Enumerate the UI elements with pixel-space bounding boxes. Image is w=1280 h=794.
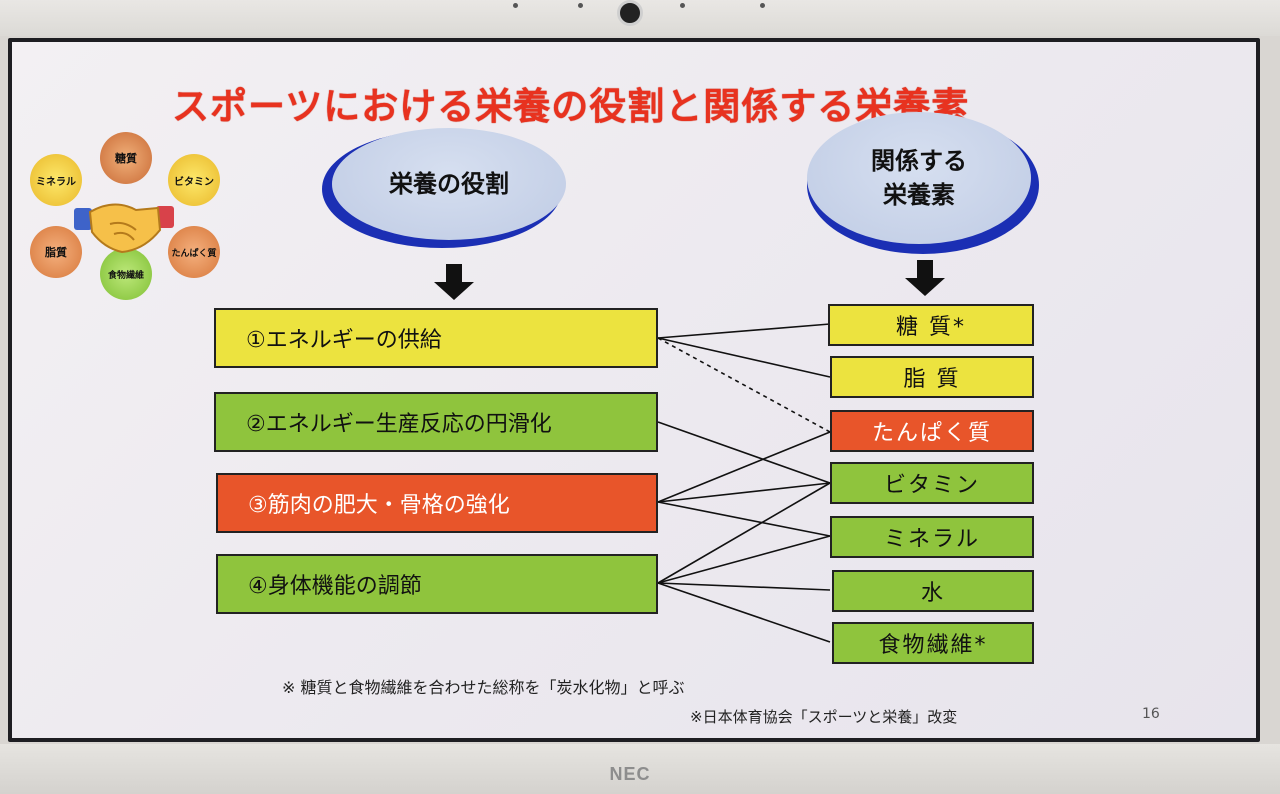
down-arrow-icon — [434, 264, 474, 300]
connector-line — [657, 337, 831, 378]
role-label: ①エネルギーの供給 — [246, 328, 442, 353]
role-box-regulation: ④身体機能の調節 — [216, 554, 658, 614]
nutrient-box-fiber: 食物繊維* — [832, 622, 1034, 664]
nutrient-header-line1: 関係する — [871, 147, 967, 175]
connector-line — [657, 501, 831, 537]
presentation-slide: スポーツにおける栄養の役割と関係する栄養素 糖質 ビタミン たんぱく質 食物繊維… — [12, 42, 1256, 738]
graphic-circle: 食物繊維 — [100, 248, 152, 300]
nutrient-label: 水 — [920, 581, 945, 606]
connector-line — [657, 482, 831, 584]
role-box-muscle: ③筋肉の肥大・骨格の強化 — [216, 473, 658, 533]
nutrient-label: ビタミン — [883, 473, 980, 498]
nutrient-box-vitamin: ビタミン — [830, 462, 1034, 504]
page-number: 16 — [1142, 706, 1160, 722]
sensor-dot — [760, 3, 765, 8]
role-box-energy: ①エネルギーの供給 — [214, 308, 658, 368]
slide-title: スポーツにおける栄養の役割と関係する栄養素 — [172, 85, 970, 128]
brand-logo: NEC — [609, 764, 651, 784]
source-note: ※日本体育協会「スポーツと栄養」改変 — [690, 708, 958, 726]
nutrient-box-protein: たんぱく質 — [830, 410, 1034, 452]
role-header-ellipse: 栄養の役割 — [332, 128, 566, 240]
nutrient-box-mineral: ミネラル — [830, 516, 1034, 558]
connector-line — [657, 535, 831, 584]
connection-lines — [657, 323, 831, 643]
nutrient-box-fat: 脂 質 — [830, 356, 1034, 398]
nutrient-label: 食物繊維* — [878, 633, 988, 658]
graphic-circle: たんぱく質 — [168, 226, 220, 278]
sensor-dot — [578, 3, 583, 8]
connector-line — [657, 337, 831, 433]
down-arrow-icon — [905, 260, 945, 296]
role-label: ②エネルギー生産反応の円滑化 — [246, 412, 552, 437]
graphic-circle: ミネラル — [30, 154, 82, 206]
nutrient-box-water: 水 — [832, 570, 1034, 612]
nutrient-label: 糖 質* — [896, 315, 966, 340]
connector-line — [657, 582, 831, 591]
nutrient-header-ellipse: 関係する 栄養素 — [807, 112, 1031, 244]
graphic-circle: 糖質 — [100, 132, 152, 184]
connector-line — [657, 431, 831, 503]
nutrient-label: たんぱく質 — [871, 421, 992, 446]
connector-line — [657, 582, 831, 643]
nutrient-header-line2: 栄養素 — [883, 181, 955, 209]
monitor-top-bezel — [0, 0, 1280, 36]
footnote: ※ 糖質と食物繊維を合わせた総称を「炭水化物」と呼ぶ — [282, 678, 685, 697]
nutrient-label: ミネラル — [883, 527, 980, 552]
sensor-dot — [513, 3, 518, 8]
role-box-metabolism: ②エネルギー生産反応の円滑化 — [214, 392, 658, 452]
connector-line — [657, 482, 831, 503]
sensor-dot — [680, 3, 685, 8]
connector-line — [657, 323, 831, 339]
role-label: ④身体機能の調節 — [248, 574, 422, 599]
graphic-circle: ビタミン — [168, 154, 220, 206]
webcam — [617, 0, 643, 26]
graphic-circle: 脂質 — [30, 226, 82, 278]
monitor-bottom-bezel: NEC — [0, 744, 1280, 794]
connector-line — [657, 421, 831, 484]
nutrient-box-carbohydrate: 糖 質* — [828, 304, 1034, 346]
handshake-icon — [74, 203, 174, 254]
role-label: ③筋肉の肥大・骨格の強化 — [248, 493, 510, 518]
role-header: 栄養の役割 — [389, 170, 509, 198]
nutrient-label: 脂 質 — [903, 367, 961, 392]
